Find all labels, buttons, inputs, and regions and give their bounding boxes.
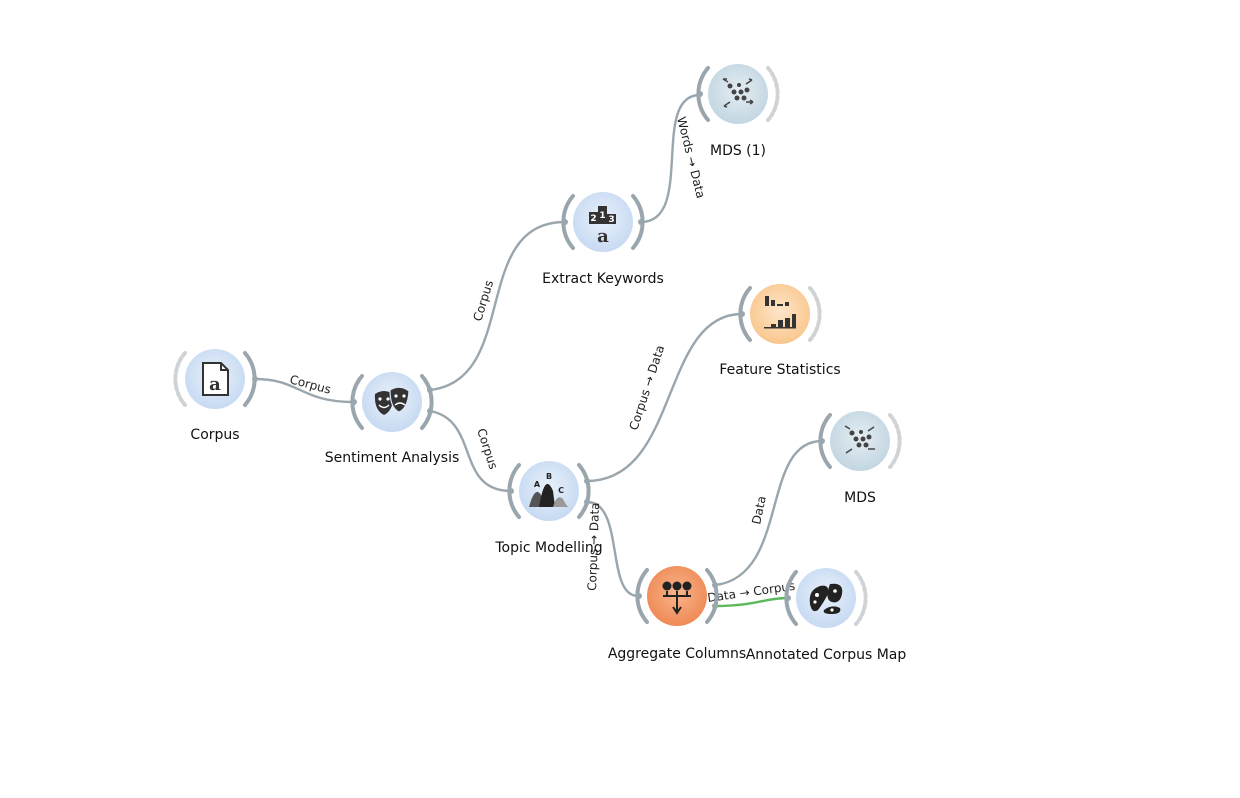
svg-text:3: 3 (608, 215, 614, 225)
svg-text:2: 2 (590, 214, 596, 224)
node-mds-1[interactable]: MDS (1) (696, 64, 780, 159)
node-extract-keywords[interactable]: 2 1 3 a Extract Keywords (542, 192, 664, 287)
svg-text:a: a (209, 374, 221, 395)
node-label: Sentiment Analysis (325, 450, 460, 466)
svg-text:A: A (534, 480, 541, 489)
link-label: Corpus → Data (627, 343, 668, 431)
svg-text:C: C (558, 486, 564, 495)
svg-text:1: 1 (599, 211, 605, 221)
link-label: Corpus → Data (585, 502, 602, 591)
node-feature-statistics[interactable]: Feature Statistics (719, 284, 841, 378)
mds-scatter-icon (722, 78, 754, 108)
node-label: Annotated Corpus Map (746, 647, 907, 663)
bar-stats-icon (764, 296, 796, 329)
mds-scatter-icon (844, 425, 875, 454)
node-corpus[interactable]: a Corpus (173, 349, 258, 443)
node-mds[interactable]: MDS (818, 411, 902, 506)
link-aggregate-mds[interactable]: Data (715, 439, 823, 587)
node-label: Feature Statistics (719, 362, 840, 378)
topic-abc-icon: A B C (529, 472, 569, 507)
link-keywords-mds1[interactable]: Words → Data (640, 93, 708, 224)
corpus-map-icon (809, 583, 843, 614)
node-annotated-corpus-map[interactable]: Annotated Corpus Map (746, 568, 907, 663)
theater-masks-icon (374, 386, 410, 415)
keyword-podium-icon: 2 1 3 a (589, 206, 616, 247)
link-sentiment-keywords[interactable]: Corpus (429, 220, 566, 392)
link-corpus-sentiment[interactable]: Corpus (254, 372, 355, 404)
node-aggregate-columns[interactable]: Aggregate Columns (608, 566, 746, 662)
link-aggregate-corpusmap[interactable]: Data → Corpus (706, 579, 796, 608)
node-label: MDS (844, 490, 876, 506)
svg-text:B: B (546, 472, 552, 481)
node-label: Aggregate Columns (608, 646, 746, 662)
link-label: Corpus (474, 427, 500, 471)
svg-text:a: a (597, 226, 609, 247)
link-label: Words → Data (674, 115, 708, 199)
link-topic-aggregate[interactable]: Corpus → Data (585, 500, 639, 598)
node-label: Extract Keywords (542, 271, 664, 287)
link-label: Data (749, 495, 769, 526)
link-label: Corpus (288, 372, 332, 396)
node-label: MDS (1) (710, 143, 766, 159)
node-topic-modelling[interactable]: A B C Topic Modelling (494, 461, 603, 556)
node-label: Topic Modelling (494, 540, 602, 556)
corpus-document-icon: a (202, 362, 229, 396)
link-label: Data → Corpus (706, 579, 796, 605)
link-topic-featstats[interactable]: Corpus → Data (586, 312, 743, 483)
node-label: Corpus (190, 427, 239, 443)
aggregate-merge-icon (662, 581, 692, 615)
node-sentiment-analysis[interactable]: Sentiment Analysis (325, 372, 460, 466)
